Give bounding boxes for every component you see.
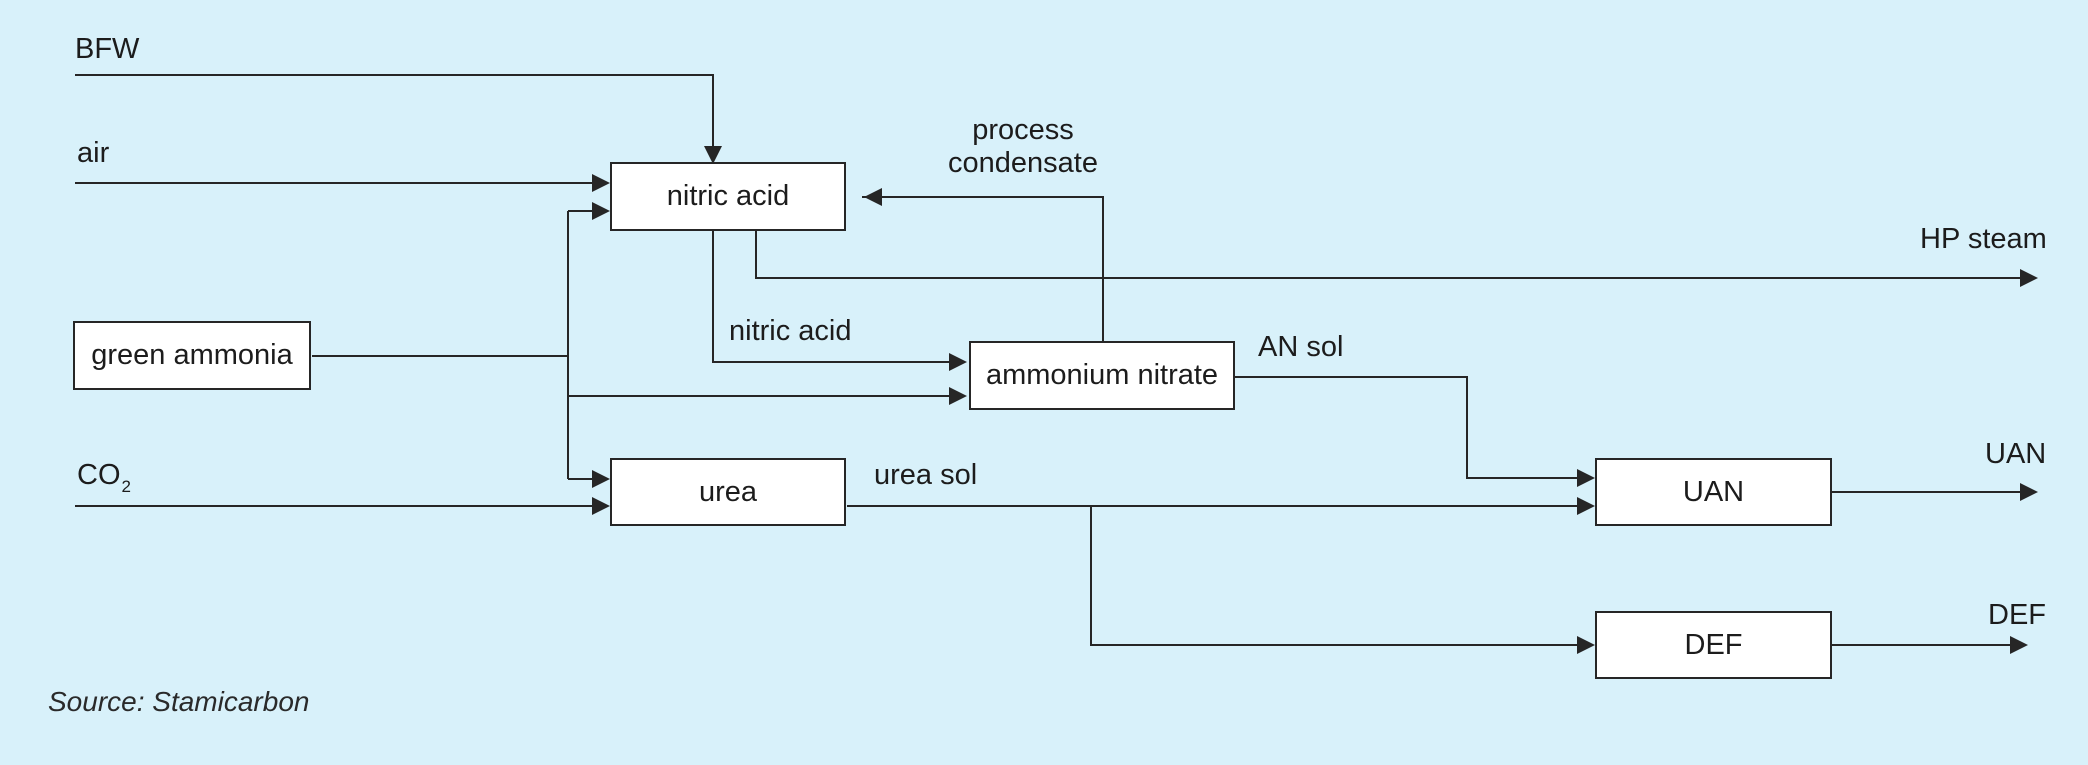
arrow-bfw-to-nitric-acid — [704, 146, 722, 164]
def-box: DEF — [1595, 611, 1832, 679]
hp-steam-line — [755, 231, 2020, 279]
co2-label-subscript: 2 — [121, 477, 131, 496]
arrow-ammonia-to-urea — [592, 470, 610, 488]
urea-sol-label: urea sol — [874, 459, 978, 491]
ammonium-nitrate-box: ammonium nitrate — [969, 341, 1235, 410]
air-label: air — [77, 137, 110, 169]
def-output-label: DEF — [1988, 599, 2046, 631]
nitric-acid-box-label: nitric acid — [666, 180, 790, 212]
def-box-label: DEF — [1684, 628, 1743, 661]
process-condensate-label: process condensate — [948, 114, 1098, 179]
uan-output-label: UAN — [1985, 438, 2047, 470]
arrow-def-output — [2010, 636, 2028, 654]
arrow-air-to-nitric-acid — [592, 174, 610, 192]
green-ammonia-box: green ammonia — [73, 321, 311, 390]
nitric-acid-stream-label: nitric acid — [729, 315, 852, 347]
co2-label-main: CO — [77, 459, 121, 491]
arrow-co2-to-urea — [592, 497, 610, 515]
arrow-hp-steam — [2020, 269, 2038, 287]
nitric-acid-to-ammonium-nitrate-line — [712, 231, 965, 363]
uan-box: UAN — [1595, 458, 1832, 526]
arrow-urea-sol-to-uan — [1577, 497, 1595, 515]
nitric-acid-box: nitric acid — [610, 162, 846, 231]
uan-box-label: UAN — [1682, 475, 1745, 508]
urea-box-label: urea — [698, 475, 758, 508]
co2-label: CO2 — [77, 459, 131, 496]
arrow-ammonia-to-nitric-acid — [592, 202, 610, 220]
urea-sol-to-def-line — [1090, 506, 1590, 646]
an-sol-label: AN sol — [1258, 331, 1344, 363]
arrow-an-sol-to-uan — [1577, 469, 1595, 487]
arrow-urea-sol-to-def — [1577, 636, 1595, 654]
arrow-nitric-acid-to-ammonium-nitrate — [949, 353, 967, 371]
process-condensate-line — [862, 196, 1104, 341]
hp-steam-label: HP steam — [1920, 223, 2047, 255]
arrow-ammonia-to-ammonium-nitrate — [949, 387, 967, 405]
urea-box: urea — [610, 458, 846, 526]
green-ammonia-box-label: green ammonia — [91, 339, 293, 371]
bfw-to-nitric-acid-line — [75, 74, 714, 153]
an-sol-to-uan-line — [1235, 376, 1590, 479]
bfw-label: BFW — [75, 33, 140, 65]
ammonium-nitrate-box-label: ammonium nitrate — [985, 359, 1219, 391]
source-note: Source: Stamicarbon — [48, 686, 310, 717]
arrow-uan-output — [2020, 483, 2038, 501]
arrow-condensate-to-nitric-acid — [864, 188, 882, 206]
